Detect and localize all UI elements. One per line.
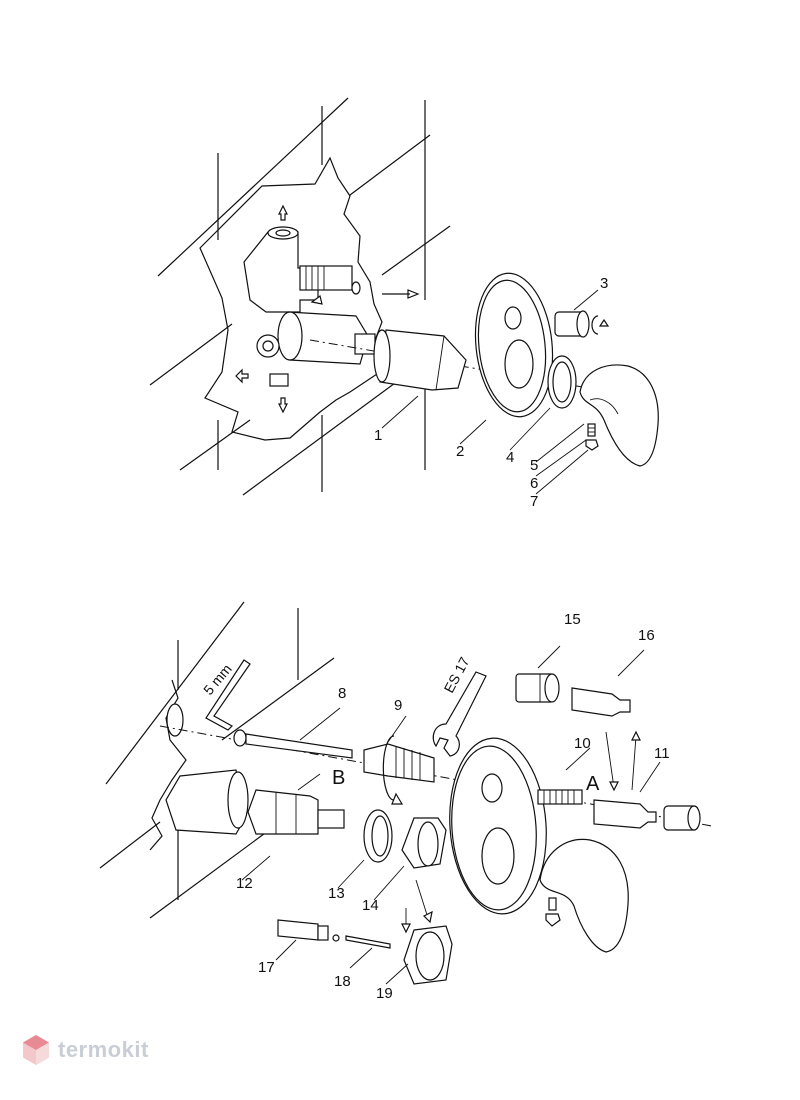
cartridge-part-12 — [165, 769, 345, 835]
callout-2: 2 — [456, 443, 464, 460]
insert-part-17 — [277, 919, 329, 941]
top-assembly: 1 2 3 4 5 6 7 — [149, 97, 659, 510]
callout-11: 11 — [654, 745, 670, 762]
cap-part-19 — [401, 879, 453, 985]
top-leader-lines — [381, 289, 599, 495]
cover-plate-part-2 — [474, 272, 554, 418]
callout-8: 8 — [338, 685, 346, 702]
bottom-cover-plate — [449, 737, 547, 915]
assembly-arrows — [605, 730, 641, 792]
rosette-ring-part-4 — [547, 355, 577, 409]
valve-body — [243, 226, 376, 387]
callout-17: 17 — [258, 959, 275, 976]
callout-18: 18 — [334, 973, 351, 990]
bottom-lever-handle — [539, 838, 629, 953]
screw-part-18 — [332, 934, 391, 949]
marker-a: A — [586, 773, 600, 795]
callout-14: 14 — [362, 897, 379, 914]
hexagon-logo-icon — [23, 1035, 49, 1065]
callout-13: 13 — [328, 885, 345, 902]
bottom-axis — [159, 725, 713, 827]
lever-handle — [579, 364, 659, 467]
callout-1: 1 — [374, 427, 382, 444]
spring-part-10 — [537, 789, 583, 805]
flow-arrows — [235, 204, 420, 414]
termokit-watermark: termokit — [22, 1034, 149, 1066]
spindle-part-8 — [233, 729, 353, 759]
cover-sleeve-part-1 — [373, 329, 467, 391]
bottom-wall-lines — [99, 601, 335, 919]
screw-parts-5-6-7 — [585, 423, 599, 451]
bottom-assembly: 5 mm ES 17 — [99, 601, 713, 1002]
watermark-text: termokit — [58, 1037, 149, 1062]
bottom-leader-lines — [241, 645, 661, 985]
callout-16: 16 — [638, 627, 655, 644]
callout-5: 5 — [530, 457, 538, 474]
marker-b: B — [332, 767, 345, 789]
pin-part-16 — [571, 687, 631, 717]
threaded-ring-part-3 — [554, 310, 610, 338]
nut-part-15 — [515, 673, 560, 703]
callout-15: 15 — [564, 611, 581, 628]
spanner-es17 — [432, 671, 487, 757]
hex-key-5mm — [205, 659, 251, 731]
sleeve-part-14 — [401, 817, 447, 869]
callout-3: 3 — [600, 275, 608, 292]
threaded-ring-part-13 — [363, 809, 393, 863]
callout-7: 7 — [530, 493, 538, 510]
callout-9: 9 — [394, 697, 402, 714]
plunger-part-11 — [593, 799, 701, 831]
diverter-part-9 — [363, 735, 435, 805]
wall-lines — [149, 97, 451, 496]
callout-6: 6 — [530, 475, 538, 492]
callout-10: 10 — [574, 735, 591, 752]
callout-4: 4 — [506, 449, 514, 466]
callout-12: 12 — [236, 875, 253, 892]
callout-19: 19 — [376, 985, 393, 1002]
